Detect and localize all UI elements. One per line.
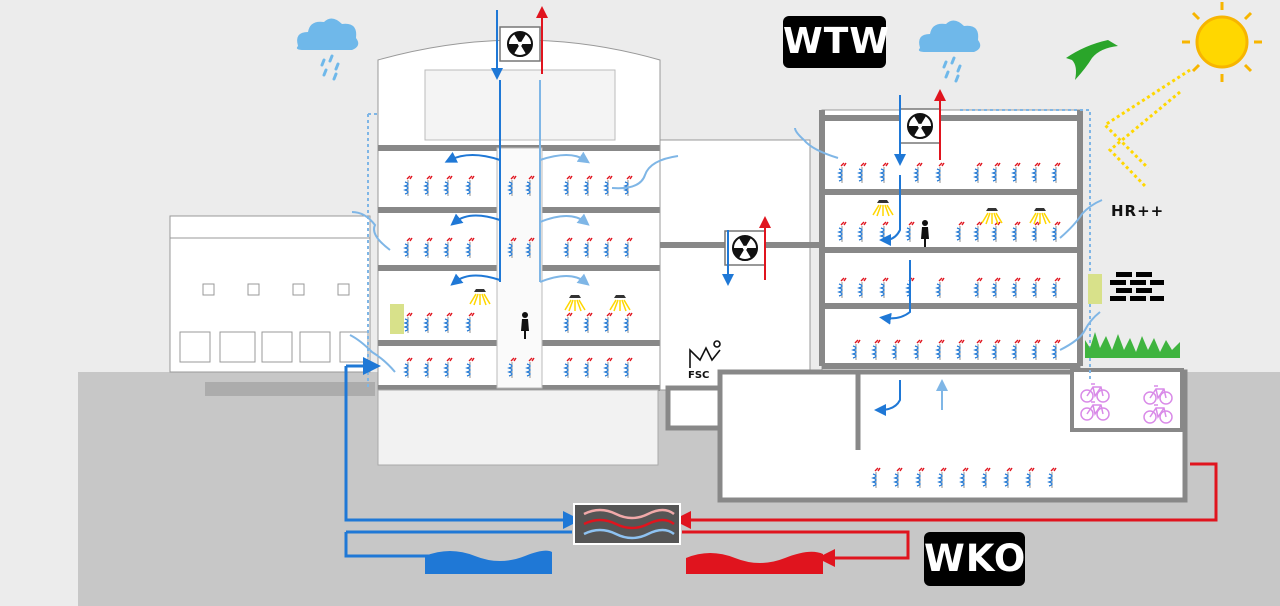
brick-wall-icon — [1110, 272, 1164, 301]
main-building-left — [377, 39, 661, 391]
heat-exchanger-icon — [573, 503, 681, 545]
wko-label: WKO — [924, 532, 1025, 586]
exhaust-wiggles — [349, 127, 1103, 373]
wtw-label: WTW — [783, 16, 889, 68]
main-building-right — [819, 109, 1083, 391]
green-roof-icon — [1085, 332, 1180, 358]
ground-left-edge — [0, 372, 78, 606]
insulation-icon — [390, 274, 1102, 334]
cold-aquifer — [425, 550, 552, 574]
fsc-logo-icon — [689, 340, 721, 368]
ventilation-arrows — [444, 6, 948, 416]
annex-building — [169, 215, 371, 373]
wko-pipes — [344, 357, 1218, 567]
warm-aquifer — [686, 551, 823, 574]
sun-icon — [1182, 2, 1262, 82]
hr-glass-label: HR++ — [1111, 202, 1165, 220]
dotted-envelope — [367, 109, 1091, 390]
swallow-icon — [1066, 40, 1118, 80]
fsc-label: FSC — [688, 370, 710, 381]
gravel-strip — [205, 382, 375, 396]
basement — [377, 368, 1188, 503]
sun-rays-dotted — [1102, 68, 1191, 188]
